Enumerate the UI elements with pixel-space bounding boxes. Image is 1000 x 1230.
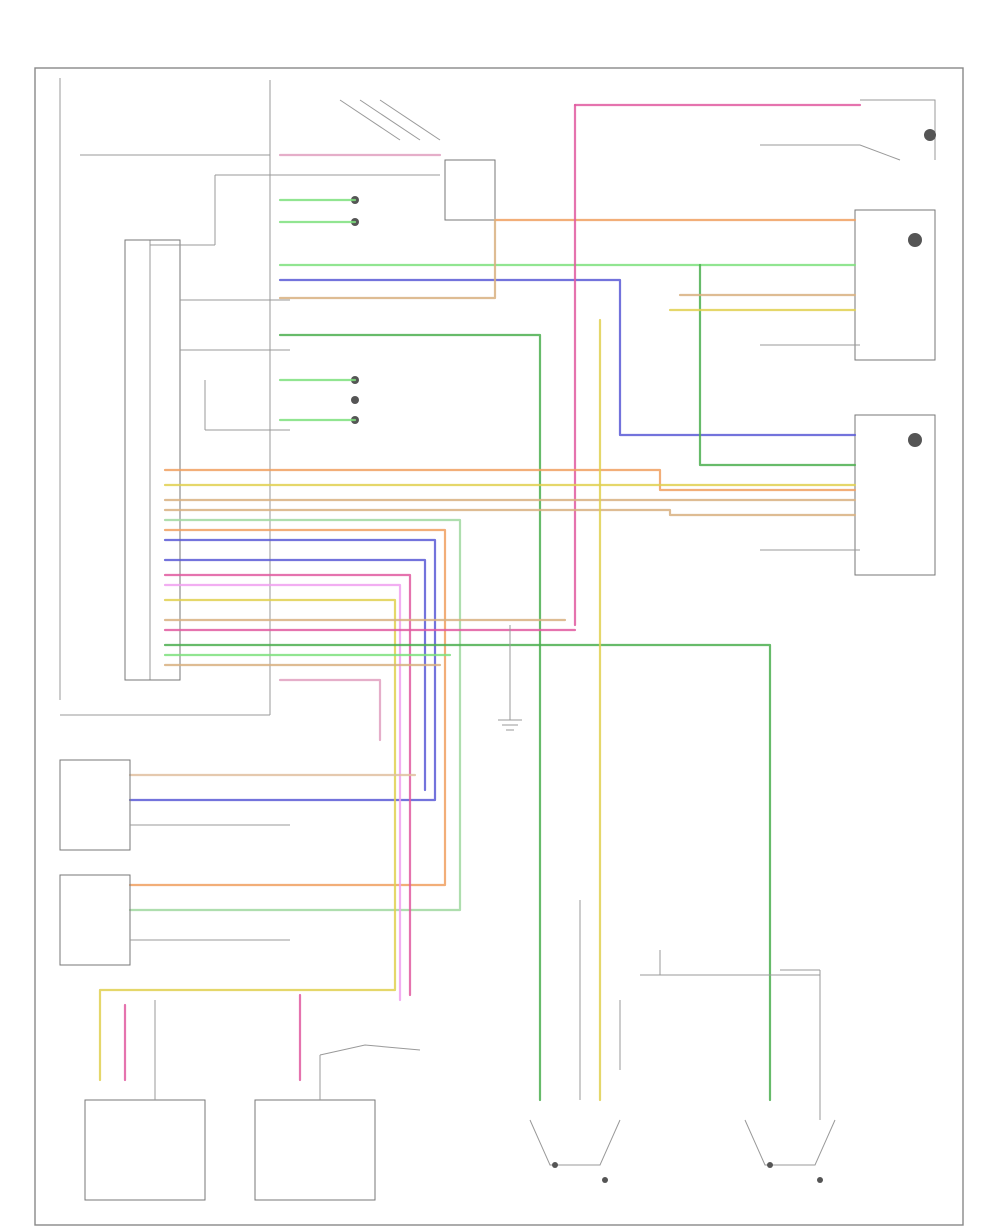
ground-symbol: [498, 625, 522, 731]
door-lock-actuator-front-left: [760, 99, 936, 161]
door-unit-rear-left: [760, 209, 936, 361]
diagram-frame: [34, 67, 964, 1226]
top-connector: [339, 99, 496, 424]
switch-bottom-right: [529, 900, 836, 1183]
door-unit-rear-right: [760, 414, 936, 576]
control-unit-left: [59, 78, 440, 716]
switch-bottom-left: [59, 759, 290, 966]
door-lock-actuator-front-right: [84, 1000, 421, 1201]
